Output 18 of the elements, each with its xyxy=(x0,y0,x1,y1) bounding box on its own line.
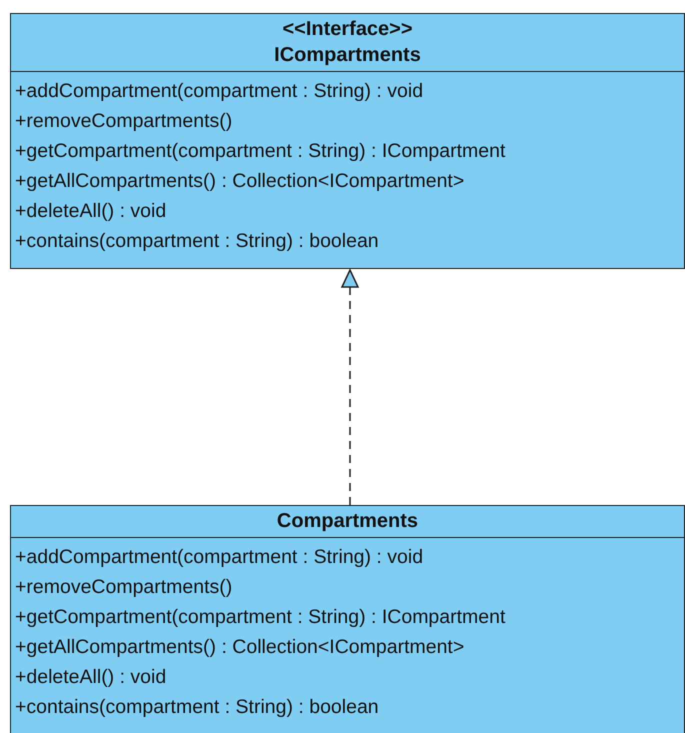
method-signature: +removeCompartments() xyxy=(15,109,234,134)
method-signature: +removeCompartments() xyxy=(15,575,234,600)
method-signature: +contains(compartment : String) : boolean xyxy=(15,229,380,254)
method-signature: +contains(compartment : String) : boolean xyxy=(15,695,380,720)
method-signature: +deleteAll() : void xyxy=(15,199,168,224)
method-signature: +getCompartment(compartment : String) : ICompartment xyxy=(15,139,506,164)
method-signature: +getCompartment(compartment : String) : ICompartment xyxy=(15,605,506,630)
class-box xyxy=(10,505,685,733)
method-signature: +addCompartment(compartment : String) : void xyxy=(15,79,424,104)
realization-arrow xyxy=(341,269,359,505)
method-signature: +getAllCompartments() : Collection<ICompartment> xyxy=(15,635,466,660)
class-box xyxy=(10,13,685,269)
method-signature: +deleteAll() : void xyxy=(15,665,168,690)
method-signature: +addCompartment(compartment : String) : void xyxy=(15,545,424,570)
class-name: ICompartments xyxy=(274,43,421,68)
class-name: Compartments xyxy=(276,509,418,534)
stereotype-label: <<Interface>> xyxy=(282,17,413,42)
method-signature: +getAllCompartments() : Collection<ICompartment> xyxy=(15,169,466,194)
